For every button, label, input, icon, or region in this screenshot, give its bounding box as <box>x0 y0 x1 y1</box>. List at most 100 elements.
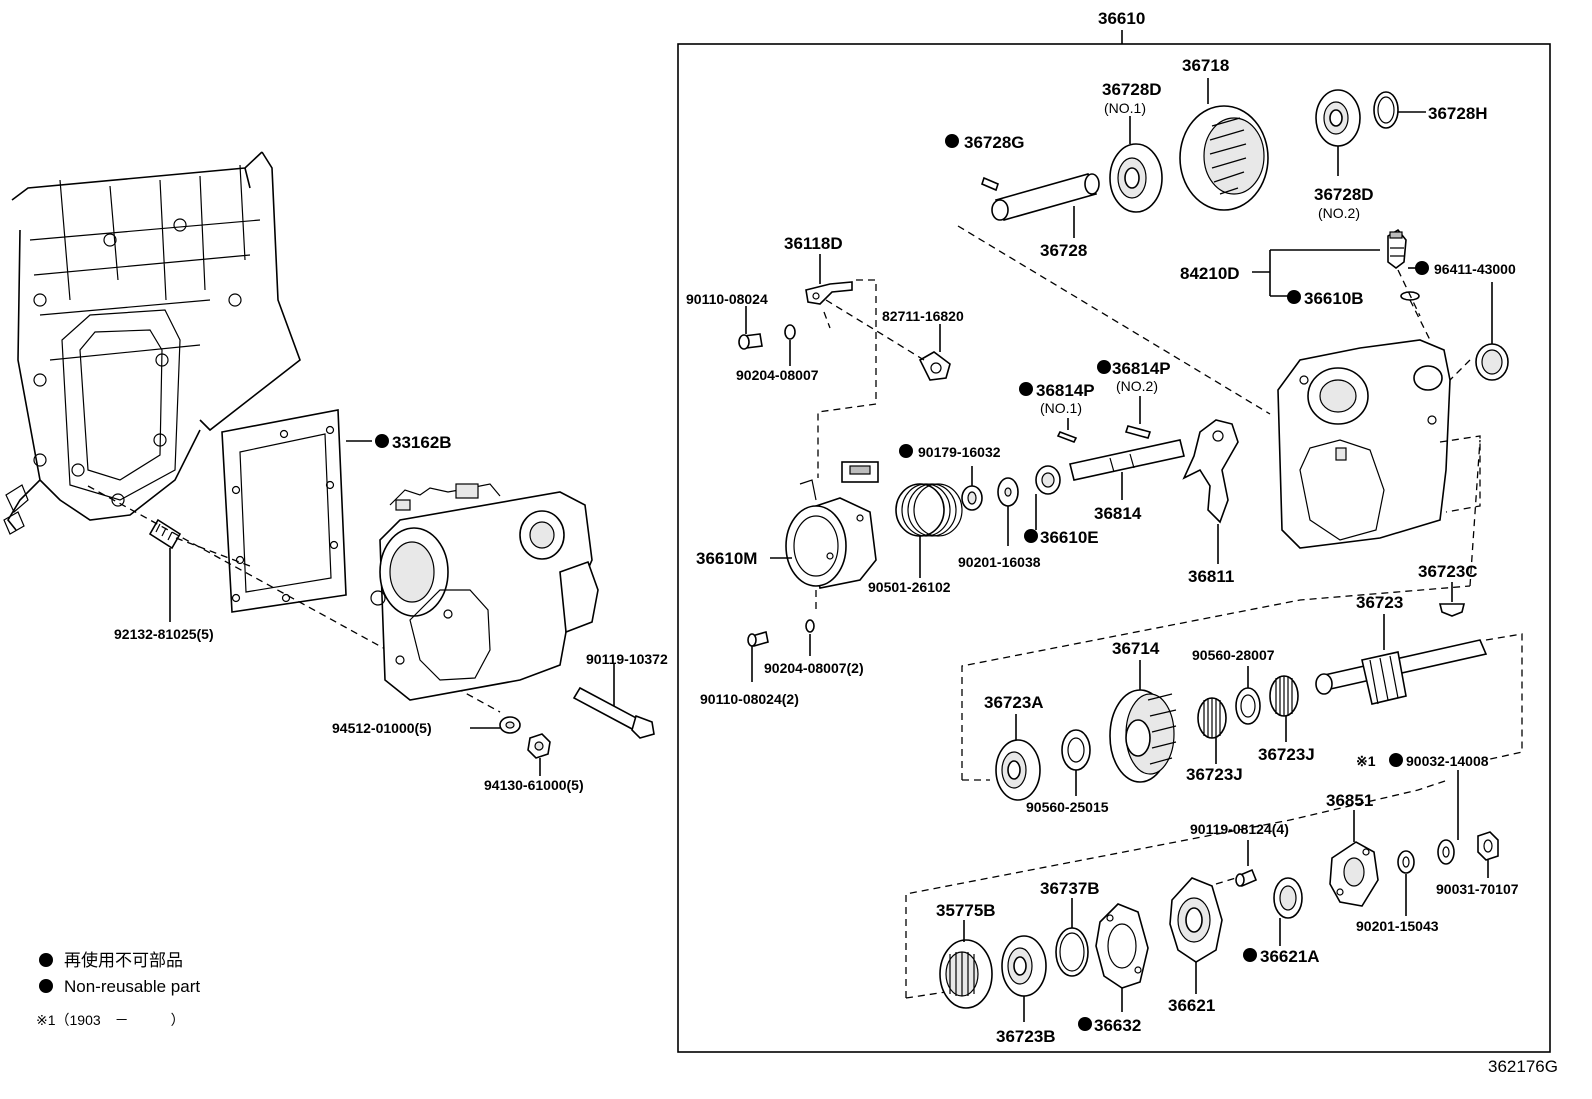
washer-90204-08007 <box>784 324 796 340</box>
label-90032-14008-prefix[interactable]: ※1 <box>1356 753 1376 769</box>
legend-line-jp: 再使用不可部品 <box>64 950 183 970</box>
transmission-case-illustration <box>3 151 301 535</box>
label-90201-15043[interactable]: 90201-15043 <box>1356 918 1439 934</box>
switch-84210D <box>1387 228 1407 269</box>
legend-bullet <box>39 953 53 967</box>
label-36728D-no2-sub: (NO.2) <box>1318 205 1360 221</box>
label-36814P-no1[interactable]: 36814P <box>1036 381 1095 400</box>
label-36723C[interactable]: 36723C <box>1418 562 1478 581</box>
label-90119-10372[interactable]: 90119-10372 <box>586 651 668 667</box>
label-36728D-no1[interactable]: 36728D <box>1102 80 1162 99</box>
pin-36814P-no1 <box>1056 430 1078 444</box>
label-90031-70107[interactable]: 90031-70107 <box>1436 881 1519 897</box>
nut-90031-70107 <box>1477 831 1499 861</box>
label-36723A[interactable]: 36723A <box>984 693 1044 712</box>
legend: 再使用不可部品 Non-reusable part ※1（1903 － ） <box>36 950 200 1028</box>
legend-bullet <box>39 979 53 993</box>
non-reusable-bullet <box>375 434 389 448</box>
clip-82711 <box>918 351 951 381</box>
label-36714[interactable]: 36714 <box>1112 639 1160 658</box>
label-36723[interactable]: 36723 <box>1356 593 1403 612</box>
label-36851[interactable]: 36851 <box>1326 791 1373 810</box>
label-84210D[interactable]: 84210D <box>1180 264 1240 283</box>
label-36814[interactable]: 36814 <box>1094 504 1142 523</box>
label-36728G[interactable]: 36728G <box>964 133 1025 152</box>
label-82711-16820[interactable]: 82711-16820 <box>882 308 964 324</box>
label-36610M[interactable]: 36610M <box>696 549 757 568</box>
label-90201-16038[interactable]: 90201-16038 <box>958 554 1041 570</box>
label-90032-14008[interactable]: 90032-14008 <box>1406 753 1489 769</box>
legend-note: ※1（1903 － ） <box>36 1012 185 1028</box>
needle-bearing-36723J-a <box>1197 697 1227 739</box>
label-36723B[interactable]: 36723B <box>996 1027 1056 1046</box>
assembly-number-label[interactable]: 36610 <box>1098 9 1145 28</box>
label-36621A[interactable]: 36621A <box>1260 947 1320 966</box>
washer-90032-14008 <box>1437 839 1455 865</box>
bolt-90110-08024-2 <box>747 630 769 648</box>
motor-36610M <box>785 461 879 589</box>
seal-96411 <box>1475 343 1509 381</box>
label-94130-61000[interactable]: 94130-61000(5) <box>484 777 584 793</box>
figure-id: 362176G <box>1488 1057 1558 1076</box>
non-reusable-bullet <box>899 444 913 458</box>
seal-36621A <box>1273 877 1303 919</box>
spring-90501 <box>895 483 963 537</box>
label-36737B[interactable]: 36737B <box>1040 879 1100 898</box>
label-36621[interactable]: 36621 <box>1168 996 1215 1015</box>
label-90110-08024-2[interactable]: 90110-08024(2) <box>700 691 799 707</box>
label-36610B[interactable]: 36610B <box>1304 289 1364 308</box>
label-90501-26102[interactable]: 90501-26102 <box>868 579 951 595</box>
label-36728H[interactable]: 36728H <box>1428 104 1488 123</box>
label-36723J-a[interactable]: 36723J <box>1258 745 1315 764</box>
non-reusable-bullet <box>1097 360 1111 374</box>
stud-92132 <box>148 518 182 550</box>
fork-36811 <box>1182 419 1239 524</box>
label-90204-08007[interactable]: 90204-08007 <box>736 367 819 383</box>
label-36728D-no2[interactable]: 36728D <box>1314 185 1374 204</box>
gasket-36632 <box>1095 903 1149 989</box>
label-36728D-no1-sub: (NO.1) <box>1104 100 1146 116</box>
label-90110-08024[interactable]: 90110-08024 <box>686 291 768 307</box>
label-92132-81025[interactable]: 92132-81025(5) <box>114 626 214 642</box>
label-90179-16032[interactable]: 90179-16032 <box>918 444 1001 460</box>
washer-90201-16038 <box>997 477 1019 507</box>
non-reusable-bullet <box>1389 753 1403 767</box>
washer-90560-25015 <box>1061 729 1091 771</box>
label-90560-28007[interactable]: 90560-28007 <box>1192 647 1275 663</box>
label-90560-25015[interactable]: 90560-25015 <box>1026 799 1109 815</box>
label-36723J-b[interactable]: 36723J <box>1186 765 1243 784</box>
label-35775B[interactable]: 35775B <box>936 901 996 920</box>
gear-36714 <box>1109 689 1177 783</box>
non-reusable-bullet <box>1024 529 1038 543</box>
label-36814P-no2-sub: (NO.2) <box>1116 378 1158 394</box>
o-ring-36737B <box>1055 927 1089 977</box>
non-reusable-bullet <box>945 134 959 148</box>
label-96411-43000[interactable]: 96411-43000 <box>1434 261 1516 277</box>
assembly-frame <box>677 43 1551 1053</box>
label-90119-08124[interactable]: 90119-08124(4) <box>1190 821 1289 837</box>
label-36814P-no2[interactable]: 36814P <box>1112 359 1171 378</box>
label-36814P-no1-sub: (NO.1) <box>1040 400 1082 416</box>
bushing-90179 <box>961 485 983 511</box>
shaft-36723 <box>1315 639 1488 705</box>
label-36728[interactable]: 36728 <box>1040 241 1087 260</box>
label-33162B[interactable]: 33162B <box>392 433 452 452</box>
needle-bearing-36723J-b <box>1269 675 1299 717</box>
non-reusable-bullet <box>1243 948 1257 962</box>
roller-bearing-35775B <box>939 939 993 1009</box>
label-94512-01000[interactable]: 94512-01000(5) <box>332 720 432 736</box>
label-90204-08007-2[interactable]: 90204-08007(2) <box>764 660 864 676</box>
label-36610E[interactable]: 36610E <box>1040 528 1099 547</box>
transfer-housing-36610 <box>1277 339 1451 549</box>
transfer-assembly-illustration <box>370 483 599 701</box>
washer-94512 <box>499 716 521 734</box>
label-36118D[interactable]: 36118D <box>784 234 843 253</box>
bearing-36728D-no2 <box>1315 89 1361 147</box>
washer-90204-08007-2 <box>805 619 815 633</box>
label-36811[interactable]: 36811 <box>1188 567 1234 586</box>
label-36718[interactable]: 36718 <box>1182 56 1229 75</box>
label-36632[interactable]: 36632 <box>1094 1016 1141 1035</box>
bearing-36723B <box>1001 935 1047 997</box>
gear-36718 <box>1179 105 1269 211</box>
gasket-33162B <box>221 409 347 613</box>
